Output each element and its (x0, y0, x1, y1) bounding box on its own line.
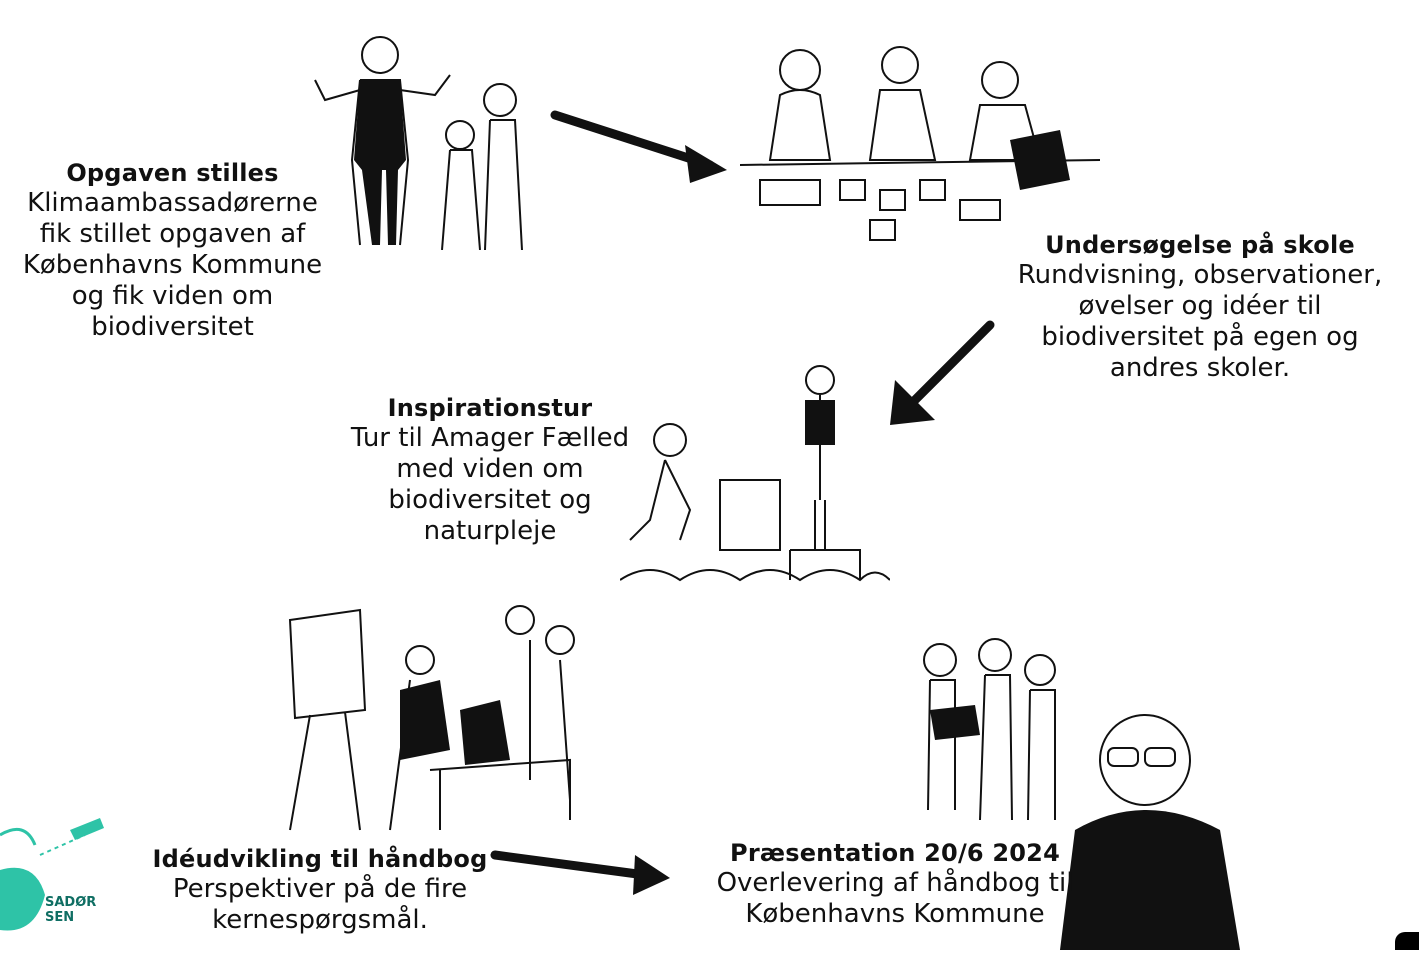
illustration-task-given (314, 36, 523, 250)
step-text: biodiversitet (91, 312, 254, 343)
step-inspiration-trip: Inspirationstur Tur til Amager Fælled me… (325, 394, 655, 547)
illustration-presentation (923, 638, 1240, 950)
step-text: kernespørgsmål. (212, 904, 428, 935)
logo-mark-icon (0, 818, 104, 931)
step-text: andres skoler. (1109, 353, 1291, 384)
arrow-2 (890, 320, 995, 425)
step-text: biodiversitet og (388, 484, 592, 515)
step-text: fik stillet opgaven af (39, 218, 306, 249)
step-title: Præsentation 20/6 2024 (730, 839, 1060, 867)
step-title: Opgaven stilles (66, 159, 279, 187)
logo: SADØR SEN (0, 800, 110, 950)
arrow-3 (490, 850, 670, 895)
step-text: og fik viden om (71, 281, 274, 312)
step-text: Tur til Amager Fælled (350, 422, 630, 453)
step-text: Rundvisning, observationer, (1017, 259, 1383, 290)
step-text: med viden om (396, 453, 584, 484)
step-text: Klimaambassadørerne (27, 187, 318, 218)
step-text: Perspektiver på de fire (172, 873, 468, 904)
page-number-corner (1395, 932, 1419, 950)
step-title: Inspirationstur (387, 394, 593, 422)
step-text: biodiversitet på egen og (1041, 321, 1359, 352)
step-text: naturpleje (423, 516, 557, 547)
illustration-school-investigation (740, 46, 1101, 241)
step-text: øvelser og idéer til (1078, 290, 1322, 321)
arrow-1 (550, 110, 727, 183)
logo-text-2: SEN (45, 910, 75, 925)
step-title: Idéudvikling til håndbog (152, 845, 488, 873)
step-school-investigation: Undersøgelse på skole Rundvisning, obser… (995, 231, 1405, 384)
illustration-inspiration-trip (620, 365, 890, 582)
step-text: Københavns Kommune (22, 249, 323, 280)
step-text: Overlevering af håndbog til (716, 867, 1074, 898)
step-title: Undersøgelse på skole (1045, 231, 1355, 259)
step-presentation: Præsentation 20/6 2024 Overlevering af h… (690, 839, 1100, 930)
step-text: Københavns Kommune (745, 898, 1045, 929)
step-task-given: Opgaven stilles Klimaambassadørerne fik … (0, 159, 345, 344)
logo-text-1: SADØR (45, 895, 97, 910)
illustration-idea-development (288, 605, 575, 831)
step-idea-development: Idéudvikling til håndbog Perspektiver på… (130, 845, 510, 936)
